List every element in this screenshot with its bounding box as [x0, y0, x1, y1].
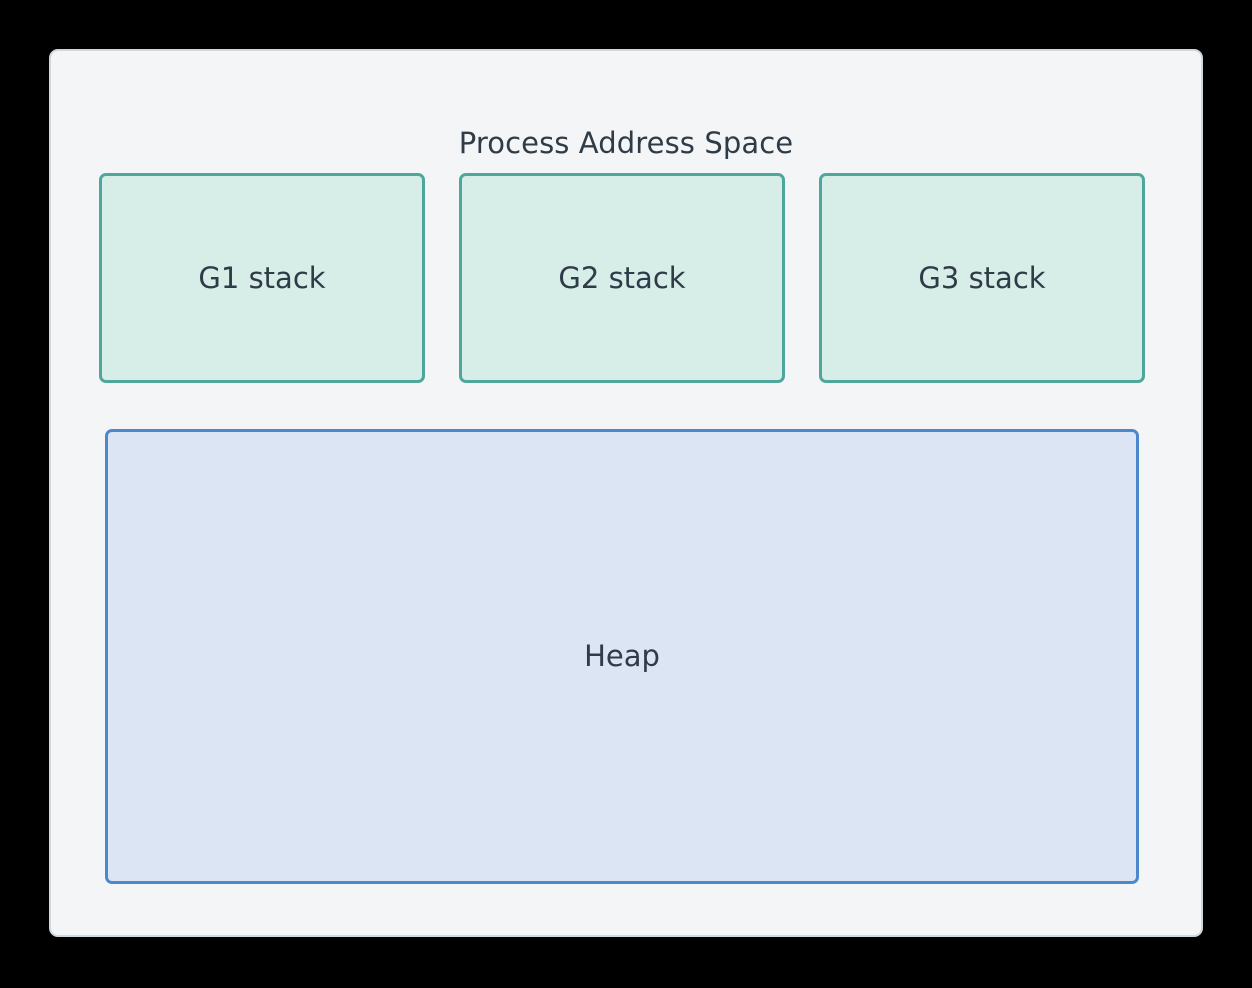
goroutine-stack-row: G1 stack G2 stack G3 stack — [99, 173, 1145, 383]
stack-box-g1: G1 stack — [99, 173, 425, 383]
heap-box: Heap — [105, 429, 1139, 884]
stack-box-g3: G3 stack — [819, 173, 1145, 383]
diagram-title: Process Address Space — [458, 126, 794, 160]
heap-label: Heap — [584, 639, 660, 673]
stack-box-g2: G2 stack — [459, 173, 785, 383]
stack-label-g1: G1 stack — [198, 260, 326, 295]
stack-label-g3: G3 stack — [918, 260, 1046, 295]
stack-label-g2: G2 stack — [558, 260, 686, 295]
process-address-space-container: Process Address Space G1 stack G2 stack … — [49, 49, 1203, 937]
